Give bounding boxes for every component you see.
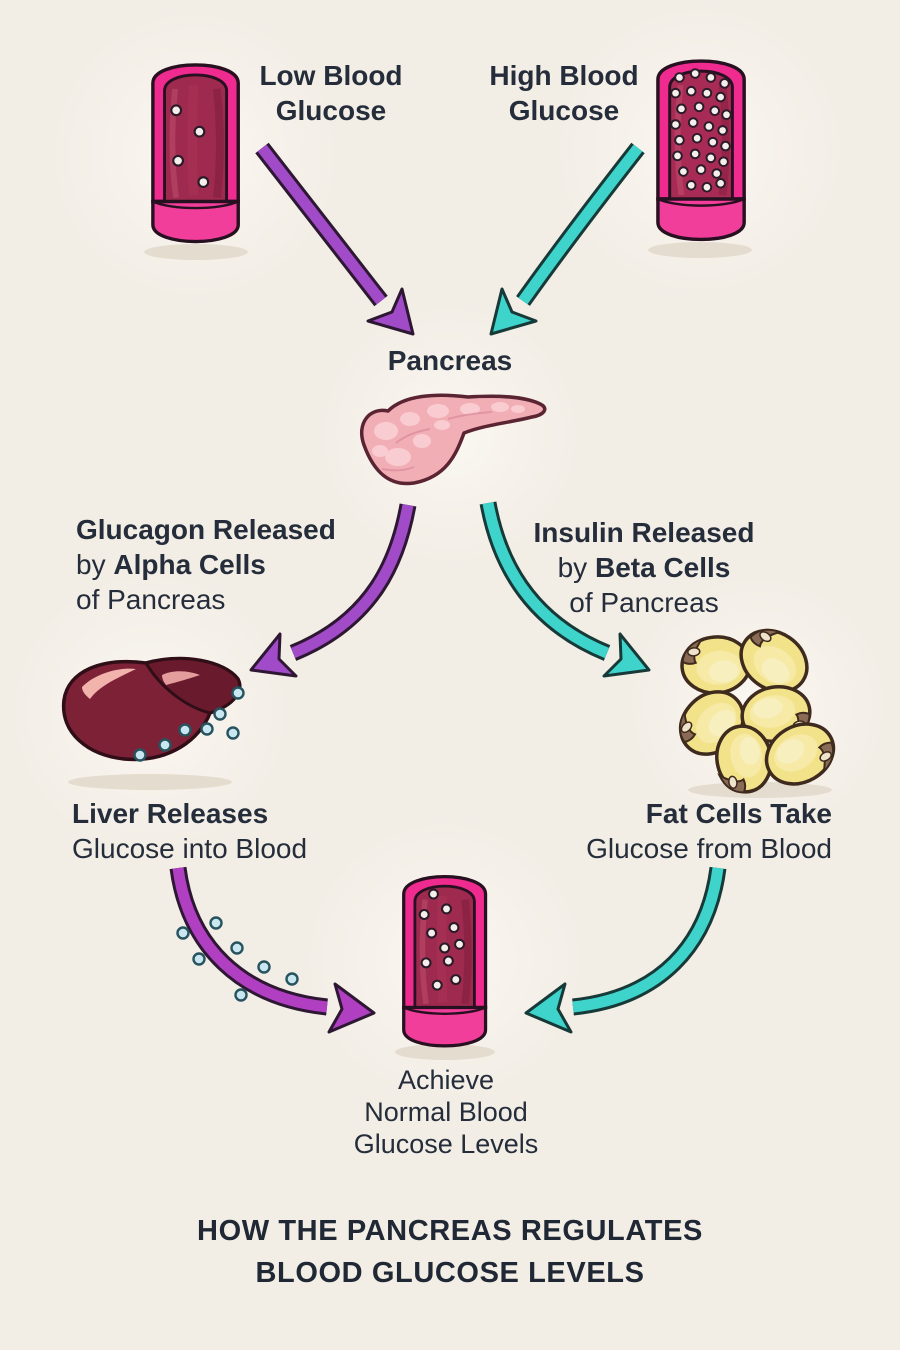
shadow [688,782,832,798]
glucose-dots-low [170,104,210,189]
liver-glucose-dots [133,686,245,762]
outcome-line3: Glucose Levels [353,1129,539,1159]
liver-illustration [61,656,242,762]
high-glucose-line2: Glucose [508,95,620,126]
pancreas-label: Pancreas [387,345,513,376]
liver-line1: Liver Releases [72,798,269,829]
fat-cells-line1: Fat Cells Take [645,798,832,829]
liver-label: Liver Releases Glucose into Blood [72,796,307,866]
fat-cell [764,722,836,786]
low-blood-vessel-illustration [151,63,240,244]
arrow-low-to-pancreas [255,142,415,336]
title-line1: HOW THE PANCREAS REGULATES [197,1215,703,1247]
glucagon-line2-bold: Alpha Cells [113,549,266,580]
arrow-fat-cells-to-blood [524,866,727,1034]
glucagon-line1: Glucagon Released [76,514,336,545]
released-glucose-dots [176,916,299,1002]
shadow [648,242,752,258]
fat-cells-line2: Glucose from Blood [586,833,832,864]
fat-cells-label: Fat Cells Take Glucose from Blood [540,796,832,866]
shadow [68,774,232,790]
infographic-title: HOW THE PANCREAS REGULATES BLOOD GLUCOSE… [0,1210,900,1294]
pancreas-texture [372,402,525,466]
insulin-line2: by Beta Cells [528,550,760,585]
arrow-liver-to-blood [169,866,376,1034]
pancreas-creases [381,411,493,472]
glucagon-line3: of Pancreas [76,584,226,615]
insulin-line2-prefix: by [557,552,595,583]
insulin-label: Insulin Released by Beta Cells of Pancre… [528,515,760,620]
low-glucose-label: Low Blood Glucose [250,58,412,128]
glucose-dots-normal [418,888,466,991]
title-line2: BLOOD GLUCOSE LEVELS [255,1257,645,1289]
fat-cells-illustration [678,628,836,794]
outcome-label: Achieve Normal Blood Glucose Levels [338,1064,554,1160]
low-glucose-line1: Low Blood [259,60,403,91]
arrow-pancreas-to-liver [249,503,417,678]
glucagon-line2-prefix: by [76,549,114,580]
low-glucose-line2: Glucose [275,95,387,126]
shadow [395,1044,495,1060]
outcome-line2: Normal Blood [364,1097,528,1127]
high-glucose-label: High Blood Glucose [478,58,650,128]
pancreas-illustration [360,393,547,486]
glucagon-line2: by Alpha Cells [76,547,336,582]
arrow-high-to-pancreas [489,142,645,336]
fat-cell [739,628,809,694]
insulin-line1: Insulin Released [533,517,755,548]
insulin-line2-bold: Beta Cells [594,552,731,583]
normal-blood-vessel-illustration [402,874,488,1048]
shadow [144,244,248,260]
high-blood-vessel-illustration [656,59,746,242]
fat-cell [715,724,773,794]
arrow-pancreas-to-fat-cells [479,501,651,678]
fat-cell [680,635,752,695]
liver-line2: Glucose into Blood [72,833,308,864]
glucagon-label: Glucagon Released by Alpha Cells of Panc… [76,512,336,617]
high-glucose-line1: High Blood [489,60,639,91]
outcome-line1: Achieve [397,1065,495,1095]
glucose-dots-high [670,68,732,193]
insulin-line3: of Pancreas [569,587,719,618]
